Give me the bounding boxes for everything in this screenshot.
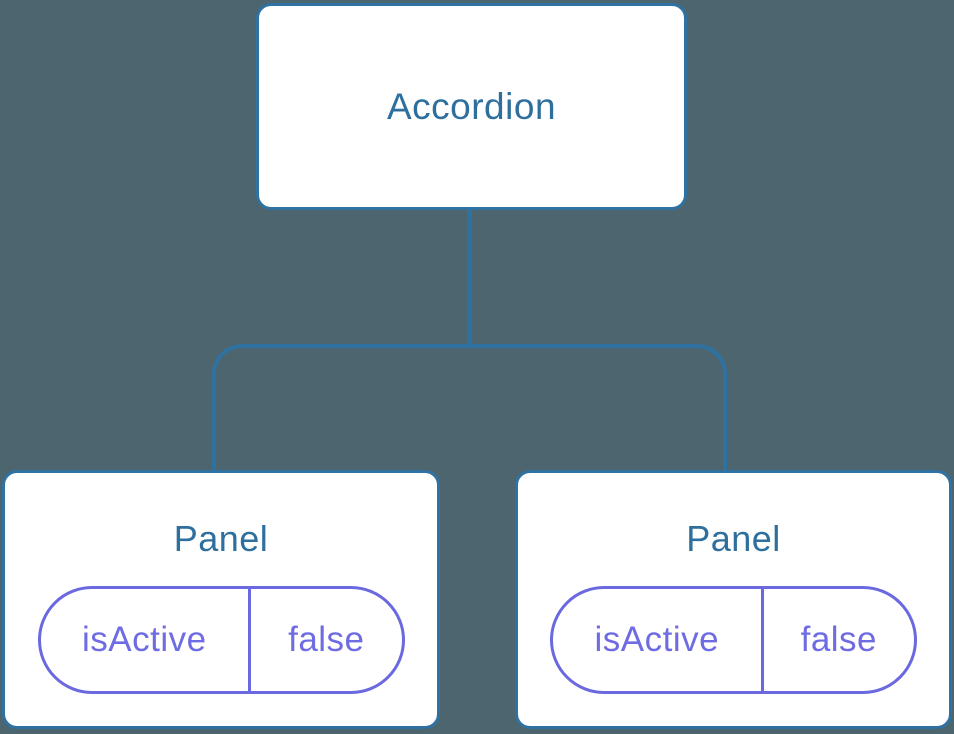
accordion-node-label: Accordion	[386, 85, 557, 127]
tree-node-accordion: Accordion	[256, 3, 687, 210]
panel-2-state-pill: isActive false	[550, 586, 917, 694]
panel-1-state-key: isActive	[82, 620, 207, 659]
connector-branches	[212, 344, 727, 472]
panel-2-label: Panel	[686, 518, 781, 559]
panel-2-state-key: isActive	[594, 620, 720, 659]
connector-stem	[467, 208, 472, 348]
tree-node-panel-1: Panel isActive false	[2, 470, 440, 729]
panel-1-label: Panel	[173, 518, 269, 559]
panel-1-state-pill: isActive false	[37, 586, 405, 694]
panel-1-state-value: false	[248, 589, 401, 691]
tree-node-panel-2: Panel isActive false	[515, 470, 952, 729]
panel-2-state-value: false	[760, 589, 914, 691]
